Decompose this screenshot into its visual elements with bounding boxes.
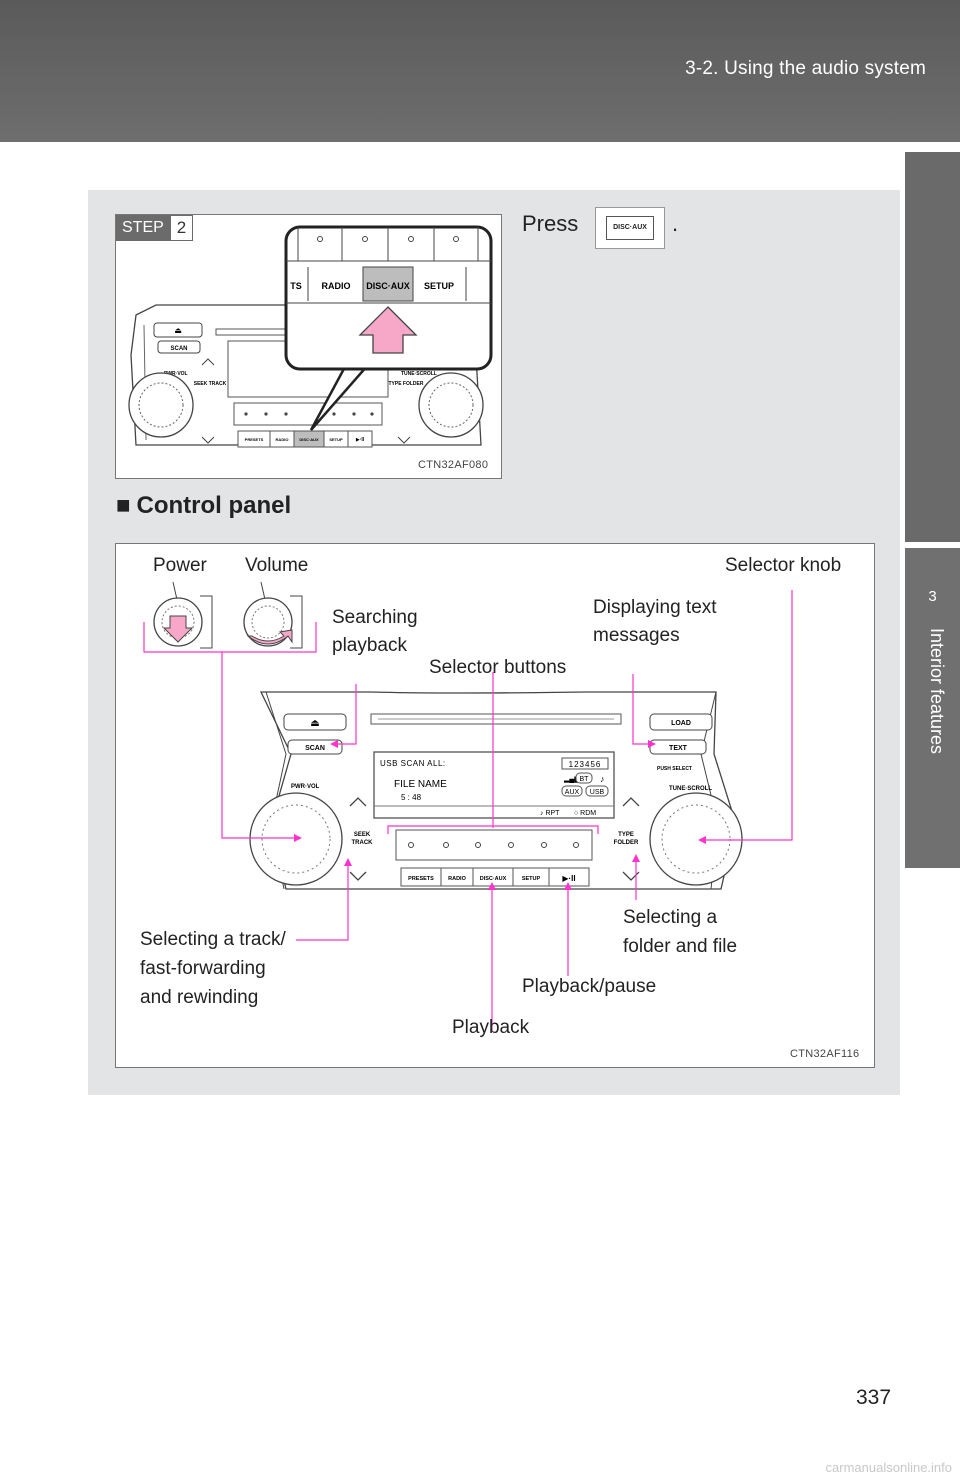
- fig2-eject-label: ⏏: [310, 718, 319, 729]
- fig1-seek-label: SEEK TRACK: [194, 381, 227, 387]
- fig2-folder-label: FOLDER: [614, 840, 639, 846]
- signal-icon: ▂▄▆: [563, 776, 580, 784]
- step2-illustration: ⏏ SCAN PWR·VOL TUNE·SCROLL SEEK TRACK TY…: [128, 225, 493, 448]
- fig1-pwrvol-label: PWR·VOL: [164, 371, 188, 377]
- display-time: 5 : 48: [401, 793, 422, 802]
- side-tab-upper: [905, 152, 960, 542]
- fig2-tunescroll-label: TUNE·SCROLL: [669, 786, 712, 792]
- callout-selecting-track-1: Selecting a track/: [140, 929, 286, 950]
- display-mode: USB SCAN ALL:: [380, 759, 446, 768]
- fig2-radio-label: RADIO: [448, 876, 466, 882]
- callout-selector-knob: Selector knob: [725, 555, 842, 576]
- fig1-setup-label: SETUP: [329, 437, 343, 442]
- watermark: carmanualsonline.info: [825, 1460, 952, 1475]
- music-note-icon: ♪: [600, 774, 605, 784]
- fig2-discaux-label: DISC·AUX: [480, 876, 507, 882]
- callout-searching-2: playback: [332, 635, 407, 656]
- fig1-eject-label: ⏏: [174, 326, 182, 335]
- fig2-type-label: TYPE: [618, 832, 634, 838]
- side-tab: [905, 548, 960, 868]
- figure-control-panel: ⏏ SCAN LOAD TEXT USB SCAN ALL: 123456 ▂▄…: [115, 543, 875, 1068]
- page-header: 3-2. Using the audio system: [0, 0, 960, 142]
- fig2-setup-label: SETUP: [522, 876, 541, 882]
- header-title: 3-2. Using the audio system: [685, 58, 926, 79]
- display-usb: USB: [590, 789, 605, 796]
- display-rpt: ♪ RPT: [540, 810, 560, 817]
- step-label: STEP: [116, 215, 170, 241]
- callout-playback-pause: Playback/pause: [522, 976, 657, 997]
- figure2-code: CTN32AF116: [790, 1048, 860, 1060]
- callout-selecting-folder-2: folder and file: [623, 936, 738, 957]
- control-panel-illustration: ⏏ SCAN LOAD TEXT USB SCAN ALL: 123456 ▂▄…: [143, 581, 793, 1030]
- page-number: 337: [856, 1386, 892, 1409]
- display-bt: BT: [580, 776, 590, 783]
- fig2-pwrvol-label: PWR·VOL: [291, 784, 320, 790]
- display-presets: 123456: [569, 760, 602, 769]
- fig1-zoom-radio: RADIO: [322, 281, 351, 291]
- callout-volume: Volume: [245, 555, 309, 576]
- callout-selecting-folder-1: Selecting a: [623, 907, 718, 928]
- figure-step2: ⏏ SCAN PWR·VOL TUNE·SCROLL SEEK TRACK TY…: [115, 214, 502, 479]
- instruction-period: .: [672, 211, 679, 236]
- display-rdm: ○ RDM: [574, 810, 596, 817]
- press-arrow-icon: [358, 306, 418, 354]
- step-number: 2: [169, 215, 194, 241]
- fig1-radio-label: RADIO: [276, 437, 289, 442]
- fig1-tunescroll-label: TUNE·SCROLL: [401, 371, 437, 377]
- fig2-track-label: TRACK: [352, 840, 374, 846]
- callout-selecting-track-2: fast-forwarding: [140, 958, 266, 979]
- figure1-code: CTN32AF080: [418, 459, 489, 471]
- fig1-presets-label: PRESETS: [245, 437, 264, 442]
- chapter-number: 3: [928, 588, 937, 605]
- fig2-pushselect-label: PUSH SELECT: [657, 766, 692, 772]
- disc-aux-button-illustration: DISC·AUX: [595, 207, 665, 249]
- section-marker: ■: [116, 492, 131, 519]
- display-file-name: FILE NAME: [394, 779, 447, 790]
- callout-playback: Playback: [452, 1017, 530, 1038]
- fig1-zoom-ts: TS: [290, 281, 302, 291]
- chapter-label: Interior features: [927, 628, 947, 755]
- callout-displaying-2: messages: [593, 625, 680, 646]
- fig2-text-label: TEXT: [669, 745, 688, 752]
- fig2-scan-label: SCAN: [305, 745, 325, 752]
- fig2-presets-label: PRESETS: [408, 876, 434, 882]
- fig1-playpause-label: ▶·II: [356, 437, 365, 443]
- volume-rotate-arrow-icon: [246, 629, 293, 645]
- fig1-zoom-discaux: DISC·AUX: [366, 281, 410, 291]
- step-badge: STEP 2: [116, 215, 194, 241]
- fig1-zoom-setup: SETUP: [424, 281, 454, 291]
- callout-selector-buttons: Selector buttons: [429, 657, 567, 678]
- display-aux: AUX: [565, 789, 580, 796]
- fig1-discaux-label: DISC·AUX: [299, 437, 319, 442]
- callout-selecting-track-3: and rewinding: [140, 987, 259, 1008]
- fig2-load-label: LOAD: [671, 720, 691, 727]
- callout-searching-1: Searching: [332, 607, 418, 628]
- section-title: Control panel: [136, 492, 292, 519]
- instruction-press: Press: [522, 211, 579, 236]
- fig2-seek-label: SEEK: [354, 832, 371, 838]
- callout-power: Power: [153, 555, 207, 576]
- power-press-arrow-icon: [162, 615, 194, 643]
- fig1-type-label: TYPE FOLDER: [388, 381, 423, 387]
- fig1-scan-label: SCAN: [170, 346, 187, 352]
- section-heading: ■Control panel: [116, 492, 291, 520]
- disc-aux-button-label: DISC·AUX: [606, 216, 654, 240]
- fig2-playpause-label: ▶·II: [562, 874, 575, 883]
- callout-displaying-1: Displaying text: [593, 597, 717, 618]
